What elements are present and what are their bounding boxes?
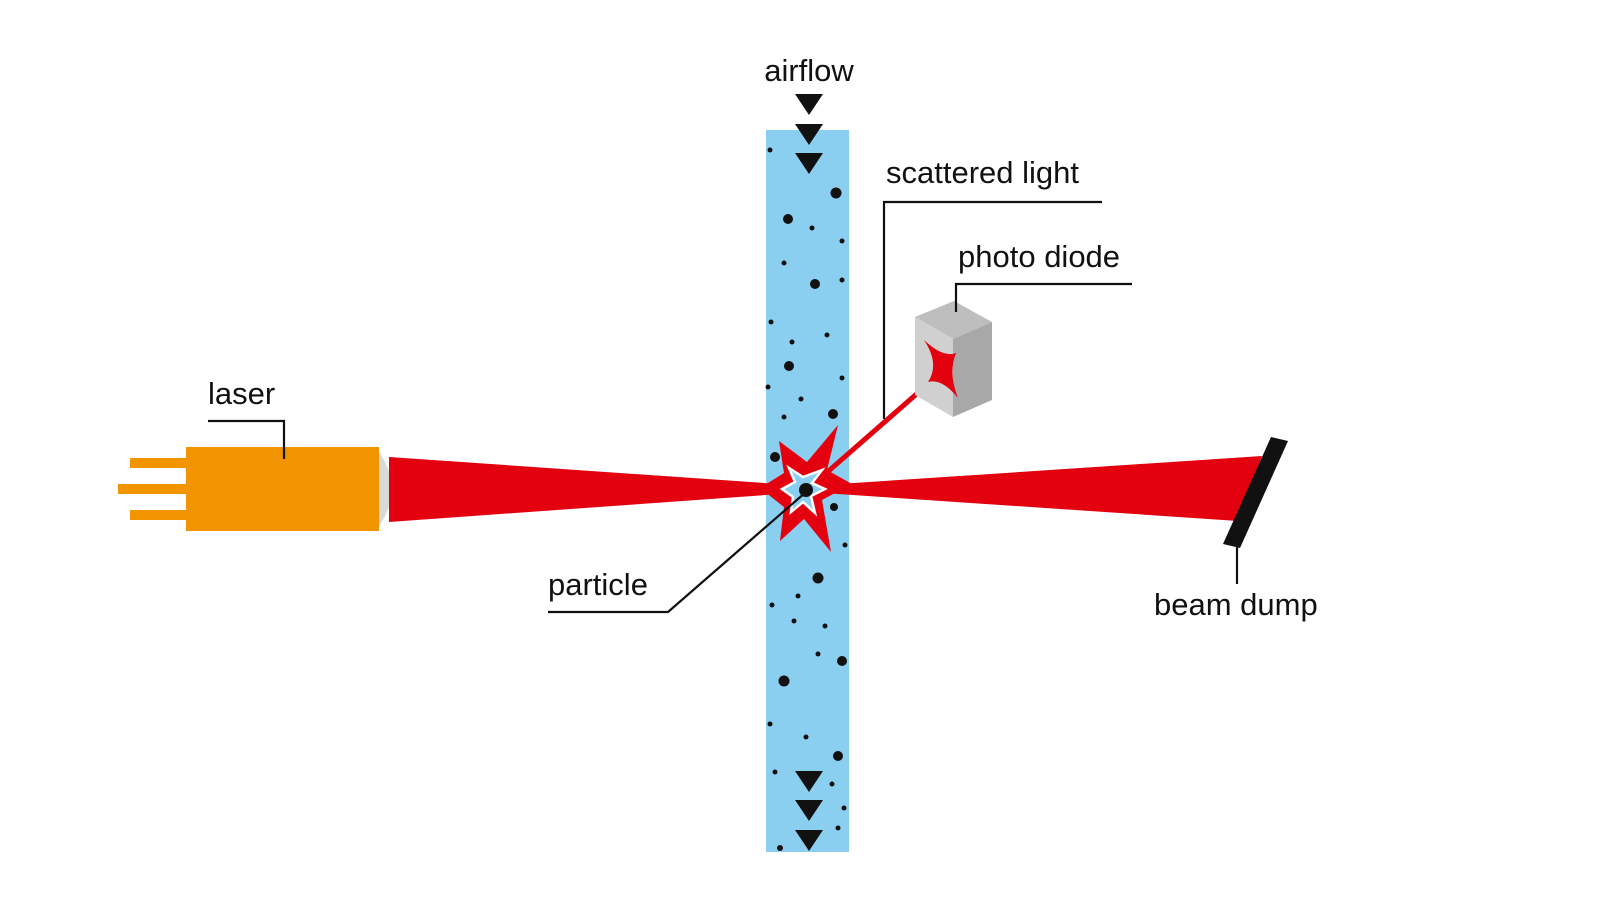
particle-dot [799,483,813,497]
scattered-light-leader [882,200,1102,419]
laser-body [186,447,379,531]
beam-dump [1223,437,1288,548]
photo-diode [915,301,992,417]
scattered-light-label: scattered light [886,155,1079,190]
laser-pins [118,458,188,520]
laser-beam-incoming [389,457,808,522]
photo-diode-top [915,301,992,339]
photo-diode-light-spot [924,340,958,398]
particle-label: particle [548,567,648,602]
laser-source [118,447,392,531]
photo-diode-leader [954,282,1132,312]
laser-leader [208,419,286,459]
airflow-label: airflow [764,53,854,88]
laser-label: laser [208,376,275,411]
airflow-arrows-bottom [795,771,823,851]
airflow-arrows-top [795,94,823,174]
photo-diode-label: photo diode [958,239,1120,274]
particle-leader [548,491,807,614]
airborne-particles [765,147,848,851]
photo-diode-side [953,322,992,417]
laser-beam-outgoing [808,456,1262,521]
laser-lens [379,452,392,526]
beam-dump-label: beam dump [1154,587,1318,622]
